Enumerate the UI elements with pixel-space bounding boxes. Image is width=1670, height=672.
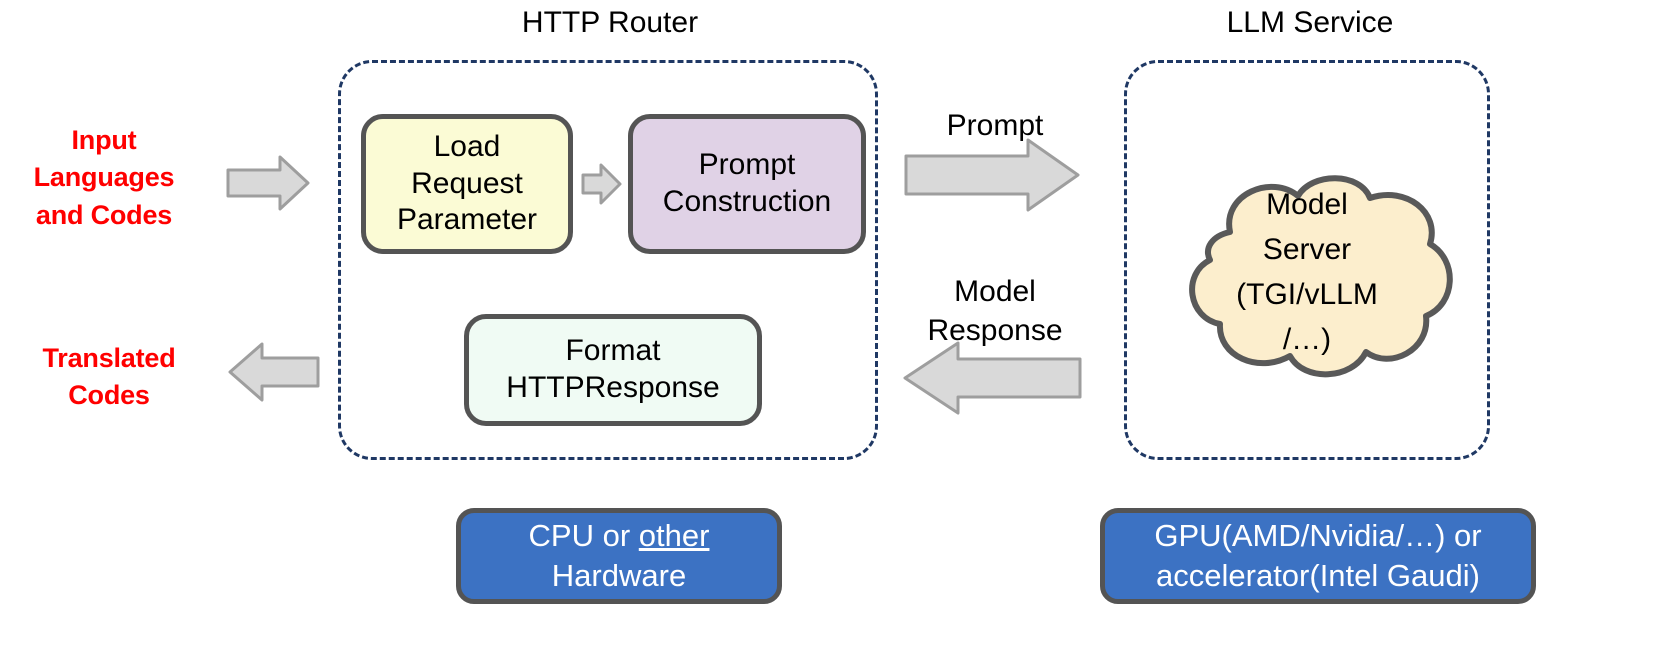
output-arrow-icon bbox=[228, 342, 320, 402]
http-router-title: HTTP Router bbox=[521, 6, 699, 39]
input-languages-codes-label: Input Languages and Codes bbox=[33, 125, 175, 230]
format-http-response-box[interactable]: Format HTTPResponse bbox=[464, 314, 762, 426]
model-server-label: Model Server (TGI/vLLM /…) bbox=[1236, 188, 1378, 356]
llm-service-title: LLM Service bbox=[1226, 6, 1394, 39]
prompt-arrow-icon bbox=[904, 138, 1080, 212]
translated-codes-label: Translated Codes bbox=[42, 343, 176, 411]
gpu-accelerator-box[interactable]: GPU(AMD/Nvidia/…) or accelerator(Intel G… bbox=[1100, 508, 1536, 604]
cpu-prefix-text: CPU or bbox=[528, 517, 639, 553]
model-response-arrow-icon bbox=[903, 341, 1082, 415]
llm-service-group bbox=[1124, 60, 1490, 460]
model-server-cloud[interactable]: Model Server (TGI/vLLM /…) bbox=[1152, 168, 1462, 384]
cpu-hardware-box[interactable]: CPU or other Hardware bbox=[456, 508, 782, 604]
model-response-arrow-label: Model Response bbox=[927, 275, 1063, 347]
input-arrow-icon bbox=[226, 155, 310, 211]
http-router-group bbox=[338, 60, 878, 460]
cpu-hardware-label: CPU or other Hardware bbox=[529, 516, 710, 597]
load-request-parameter-box[interactable]: Load Request Parameter bbox=[361, 114, 573, 254]
prompt-arrow-label: Prompt bbox=[946, 109, 1044, 142]
cpu-suffix-text: Hardware bbox=[551, 558, 687, 593]
cpu-other-underlined-text: other bbox=[638, 517, 710, 553]
prompt-construction-box[interactable]: Prompt Construction bbox=[628, 114, 866, 254]
cloud-shape-icon bbox=[1189, 175, 1453, 378]
